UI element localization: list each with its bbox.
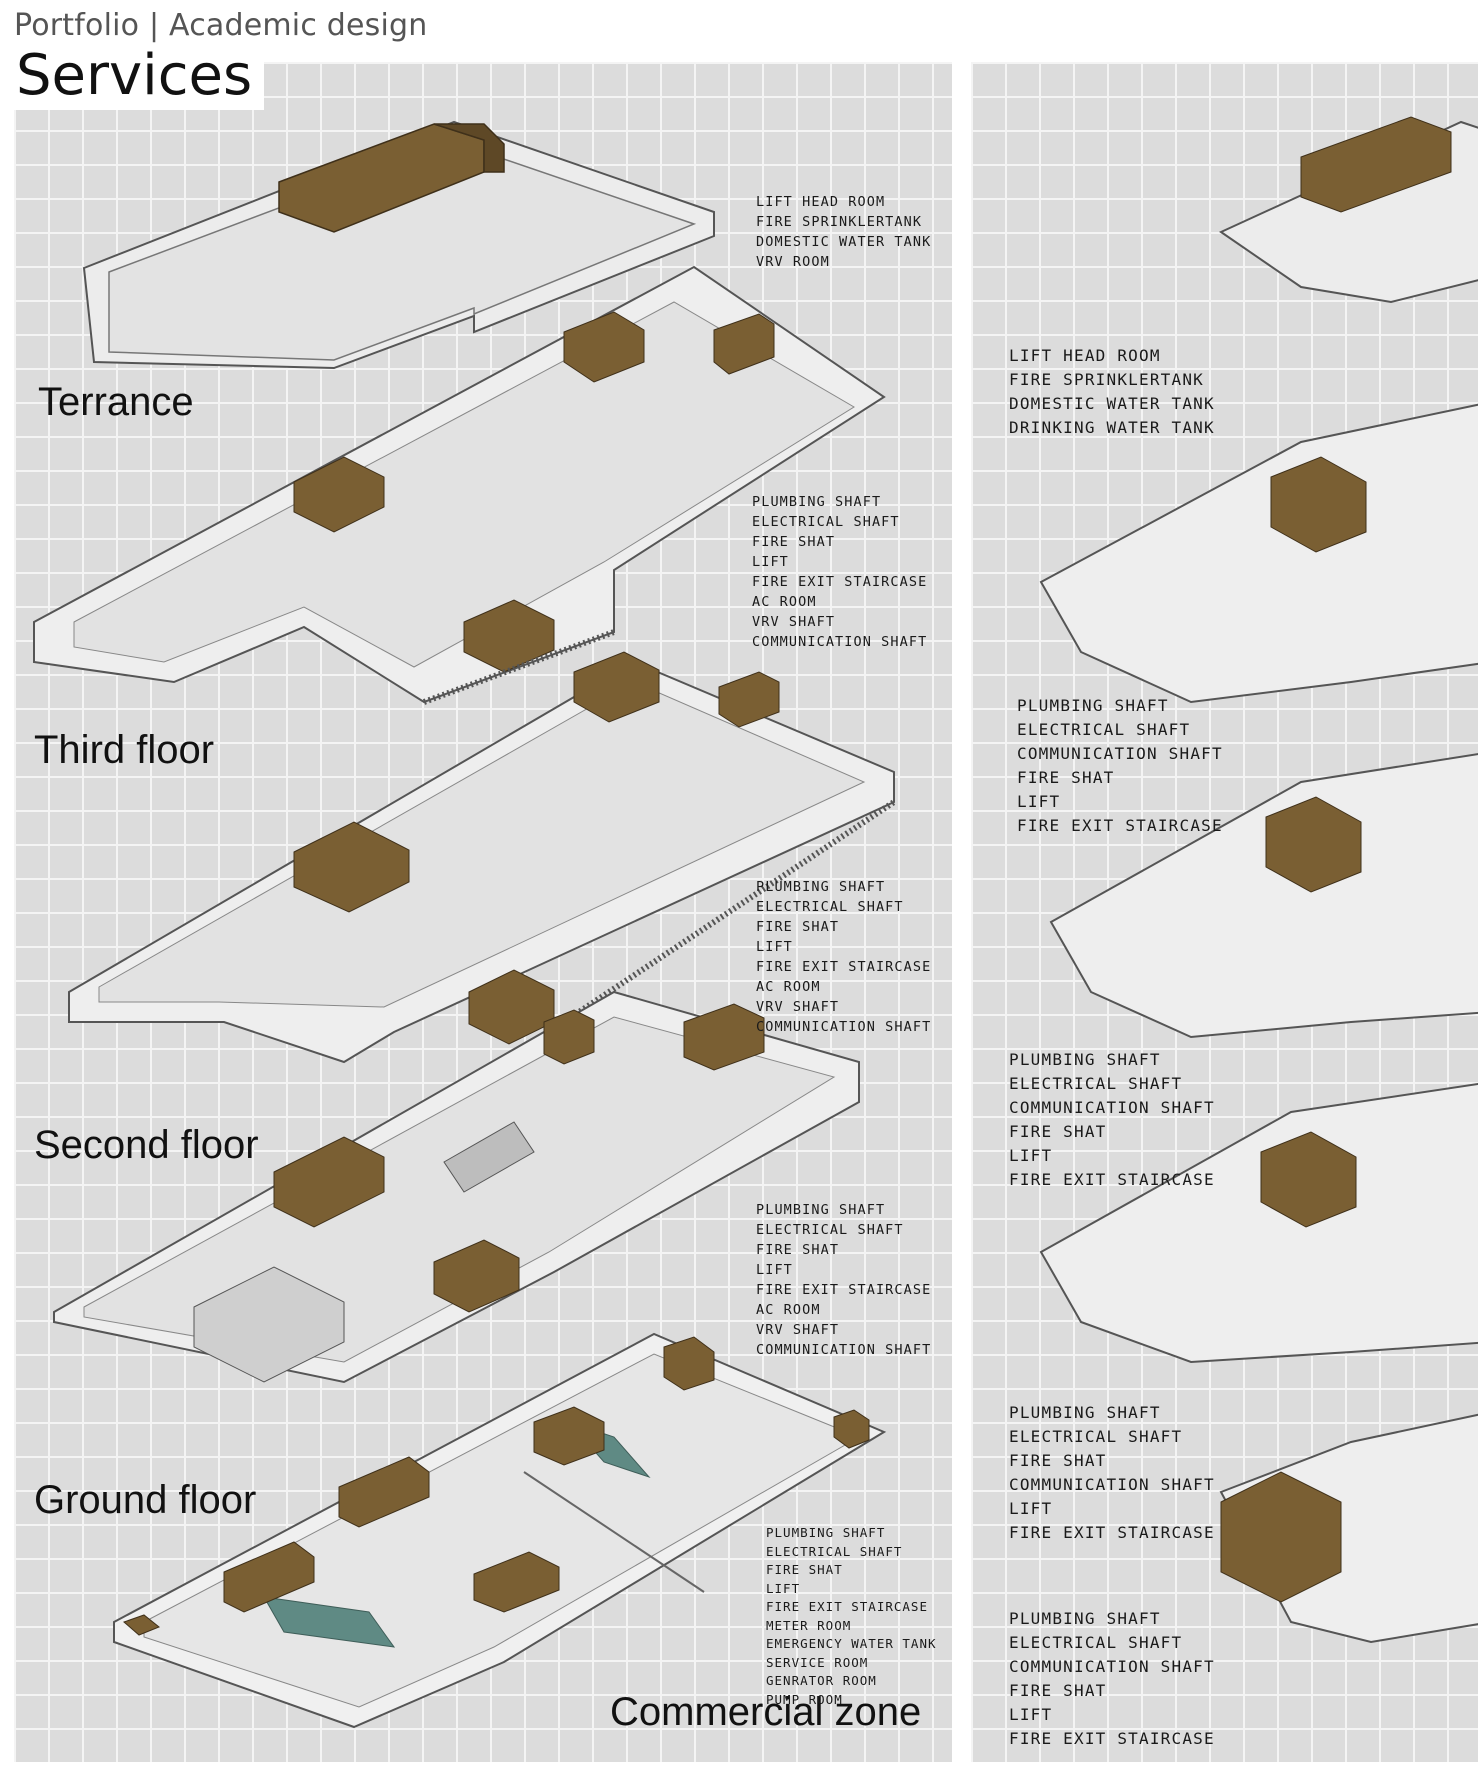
- service-item: EMERGENCY WATER TANK: [766, 1636, 937, 1651]
- floor-label-third: Third floor: [34, 728, 215, 772]
- service-item: VRV SHAFT: [752, 614, 836, 630]
- service-item: LIFT: [1017, 792, 1061, 811]
- service-item: FIRE EXIT STAIRCASE: [766, 1599, 928, 1614]
- service-item: ELECTRICAL SHAFT: [766, 1543, 903, 1559]
- residential-terrace: [1218, 116, 1478, 304]
- residential-floor-3: [1049, 753, 1478, 1039]
- service-item: VRV SHAFT: [756, 1322, 840, 1338]
- service-item: PLUMBING SHAFT: [766, 1525, 886, 1540]
- isometric-floors-commercial: [33, 120, 896, 1729]
- service-item: FIRE SHAT: [1017, 768, 1115, 787]
- service-item: LIFT: [766, 1580, 801, 1596]
- service-item: LIFT: [1009, 1499, 1053, 1518]
- service-item: FIRE SPRINKLERTANK: [1009, 370, 1204, 389]
- service-item: FIRE SHAT: [1009, 1681, 1107, 1700]
- service-item: LIFT HEAD ROOM: [756, 194, 886, 210]
- services-list-second-floor: PLUMBING SHAFT ELECTRICAL SHAFT FIRE SHA…: [756, 877, 931, 1037]
- floor-label-second: Second floor: [34, 1123, 259, 1167]
- service-item: FIRE EXIT STAIRCASE: [1009, 1170, 1215, 1189]
- services-list-first-floor: PLUMBING SHAFT ELECTRICAL SHAFT FIRE SHA…: [756, 1200, 931, 1360]
- services-list-res-group-5: PLUMBING SHAFT ELECTRICAL SHAFT COMMUNIC…: [1009, 1607, 1215, 1751]
- service-item: METER ROOM: [766, 1617, 852, 1633]
- services-list-res-group-4: PLUMBING SHAFT ELECTRICAL SHAFT FIRE SHA…: [1009, 1401, 1215, 1545]
- service-item: PLUMBING SHAFT: [756, 1202, 886, 1218]
- service-item: DOMESTIC WATER TANK: [756, 234, 932, 250]
- service-item: FIRE EXIT STAIRCASE: [756, 959, 932, 975]
- service-item: PLUMBING SHAFT: [752, 494, 882, 510]
- service-item: SERVICE ROOM: [766, 1654, 869, 1670]
- service-item: ELECTRICAL SHAFT: [756, 899, 904, 915]
- service-item: FIRE EXIT STAIRCASE: [752, 574, 928, 590]
- service-item: AC ROOM: [756, 1302, 821, 1318]
- service-item: LIFT: [756, 939, 793, 955]
- residential-floor-1: [1219, 1413, 1478, 1644]
- service-item: PUMP ROOM: [766, 1691, 843, 1707]
- right-panel-residential: LIFT HEAD ROOM FIRE SPRINKLERTANK DOMEST…: [971, 62, 1478, 1762]
- service-item: COMMUNICATION SHAFT: [752, 634, 928, 650]
- residential-floor-4: [1039, 403, 1478, 704]
- service-item: COMMUNICATION SHAFT: [1017, 744, 1223, 763]
- service-item: VRV SHAFT: [756, 999, 840, 1015]
- service-item: GENRATOR ROOM: [766, 1673, 877, 1688]
- service-item: ELECTRICAL SHAFT: [1009, 1074, 1183, 1093]
- service-item: ELECTRICAL SHAFT: [752, 514, 900, 530]
- service-item: LIFT: [1009, 1705, 1053, 1724]
- service-item: FIRE SPRINKLERTANK: [756, 214, 923, 230]
- services-list-terrance: LIFT HEAD ROOM FIRE SPRINKLERTANK DOMEST…: [756, 192, 931, 272]
- service-item: COMMUNICATION SHAFT: [756, 1019, 932, 1035]
- service-item: PLUMBING SHAFT: [1009, 1609, 1161, 1628]
- service-item: FIRE EXIT STAIRCASE: [1009, 1523, 1215, 1542]
- zone-label-commercial: Commercial zone: [610, 1690, 922, 1734]
- services-list-ground-floor: PLUMBING SHAFT ELECTRICAL SHAFT FIRE SHA…: [766, 1524, 937, 1709]
- service-item: ELECTRICAL SHAFT: [1017, 720, 1191, 739]
- services-list-res-group-2: PLUMBING SHAFT ELECTRICAL SHAFT COMMUNIC…: [1017, 694, 1223, 838]
- service-item: FIRE SHAT: [756, 919, 840, 935]
- service-item: ELECTRICAL SHAFT: [756, 1222, 904, 1238]
- service-item: FIRE EXIT STAIRCASE: [756, 1282, 932, 1298]
- isometric-floors-residential: [1039, 116, 1478, 1644]
- service-item: FIRE SHAT: [756, 1242, 840, 1258]
- portfolio-subtitle: Portfolio | Academic design: [14, 8, 428, 43]
- service-item: COMMUNICATION SHAFT: [1009, 1475, 1215, 1494]
- service-item: COMMUNICATION SHAFT: [1009, 1657, 1215, 1676]
- page-title: Services: [16, 43, 253, 108]
- service-item: LIFT: [1009, 1146, 1053, 1165]
- floor-label-ground: Ground floor: [34, 1478, 257, 1522]
- service-item: FIRE SHAT: [766, 1562, 843, 1577]
- service-item: AC ROOM: [752, 594, 817, 610]
- terrace-slab: [82, 120, 715, 370]
- service-item: FIRE EXIT STAIRCASE: [1009, 1729, 1215, 1748]
- service-item: LIFT: [756, 1262, 793, 1278]
- service-item: COMMUNICATION SHAFT: [756, 1342, 932, 1358]
- second-floor-plan: [68, 651, 896, 1064]
- service-item: PLUMBING SHAFT: [1009, 1403, 1161, 1422]
- first-floor-plan: [53, 990, 860, 1384]
- page-title-box: Services: [14, 43, 265, 110]
- left-panel-commercial: Terrance Third floor Second floor Ground…: [14, 62, 952, 1762]
- services-list-third-floor: PLUMBING SHAFT ELECTRICAL SHAFT FIRE SHA…: [752, 492, 927, 652]
- service-item: VRV ROOM: [756, 254, 830, 270]
- service-item: PLUMBING SHAFT: [756, 879, 886, 895]
- service-item: PLUMBING SHAFT: [1017, 696, 1169, 715]
- residential-floor-2: [1039, 1082, 1478, 1364]
- service-item: FIRE SHAT: [1009, 1451, 1107, 1470]
- service-item: LIFT: [752, 554, 789, 570]
- service-item: COMMUNICATION SHAFT: [1009, 1098, 1215, 1117]
- services-list-res-terrace: LIFT HEAD ROOM FIRE SPRINKLERTANK DOMEST…: [1009, 344, 1215, 440]
- service-item: FIRE EXIT STAIRCASE: [1017, 816, 1223, 835]
- third-floor-plan: [33, 265, 886, 705]
- service-item: FIRE SHAT: [752, 534, 836, 550]
- service-item: ELECTRICAL SHAFT: [1009, 1427, 1183, 1446]
- service-item: PLUMBING SHAFT: [1009, 1050, 1161, 1069]
- service-item: AC ROOM: [756, 979, 821, 995]
- service-item: FIRE SHAT: [1009, 1122, 1107, 1141]
- services-list-res-group-3: PLUMBING SHAFT ELECTRICAL SHAFT COMMUNIC…: [1009, 1048, 1215, 1192]
- service-item: DRINKING WATER TANK: [1009, 418, 1215, 437]
- service-item: DOMESTIC WATER TANK: [1009, 394, 1215, 413]
- floor-label-terrance: Terrance: [38, 380, 194, 424]
- service-item: LIFT HEAD ROOM: [1009, 346, 1161, 365]
- service-item: ELECTRICAL SHAFT: [1009, 1633, 1183, 1652]
- ground-floor-plan: [113, 1332, 887, 1729]
